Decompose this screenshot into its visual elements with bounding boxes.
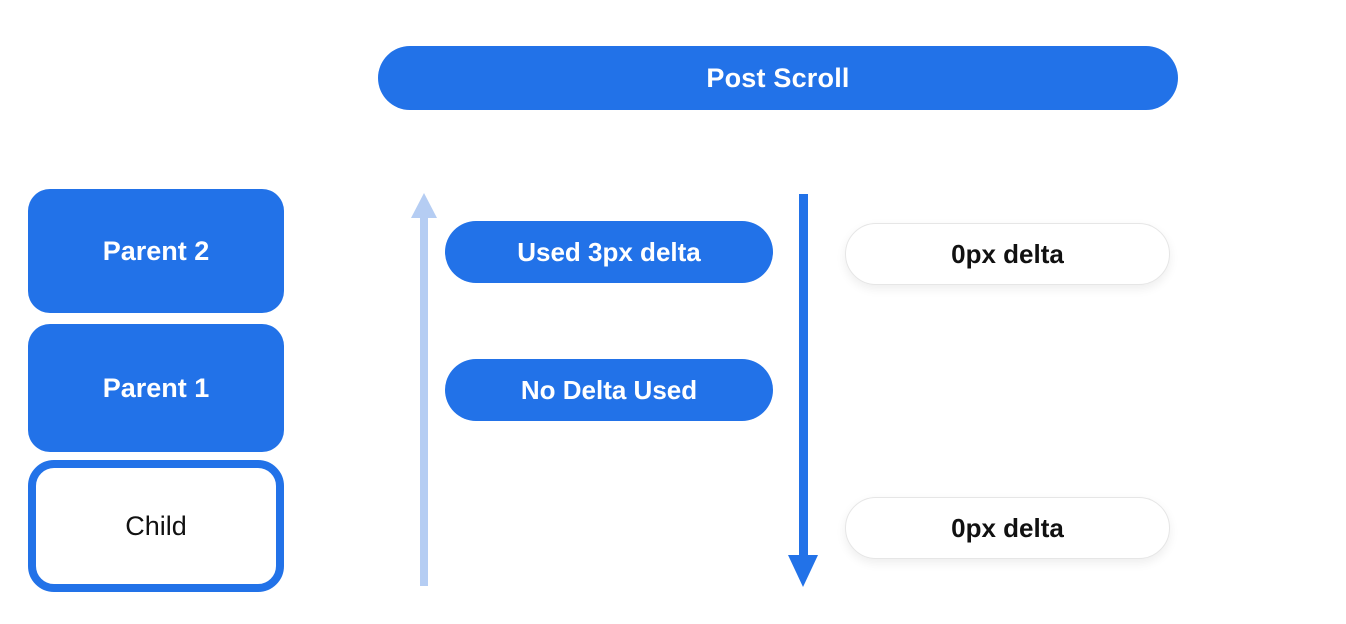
node-child: Child	[28, 460, 284, 592]
pill-0px-delta-top-label: 0px delta	[951, 238, 1064, 269]
post-scroll-header-pill: Post Scroll	[378, 46, 1178, 110]
up-arrow-head	[411, 193, 437, 218]
pill-used-3px-delta: Used 3px delta	[445, 221, 773, 283]
node-parent1: Parent 1	[28, 324, 284, 452]
pill-no-delta-used-label: No Delta Used	[520, 374, 698, 405]
pill-0px-delta-bottom-label: 0px delta	[951, 512, 1064, 543]
pill-used-3px-delta-label: Used 3px delta	[517, 236, 701, 267]
down-arrow-head	[788, 555, 818, 587]
node-parent2: Parent 2	[28, 189, 284, 313]
node-child-label: Child	[125, 510, 187, 541]
node-parent2-label: Parent 2	[102, 235, 210, 266]
up-arrow-icon	[410, 193, 438, 586]
pill-0px-delta-bottom: 0px delta	[845, 497, 1170, 559]
up-arrow-shaft	[420, 218, 428, 586]
down-arrow-shaft	[798, 194, 808, 555]
pill-no-delta-used: No Delta Used	[445, 359, 773, 421]
node-parent1-label: Parent 1	[102, 372, 210, 403]
post-scroll-header-label: Post Scroll	[706, 62, 850, 93]
down-arrow-icon	[788, 194, 818, 587]
pill-0px-delta-top: 0px delta	[845, 223, 1170, 285]
